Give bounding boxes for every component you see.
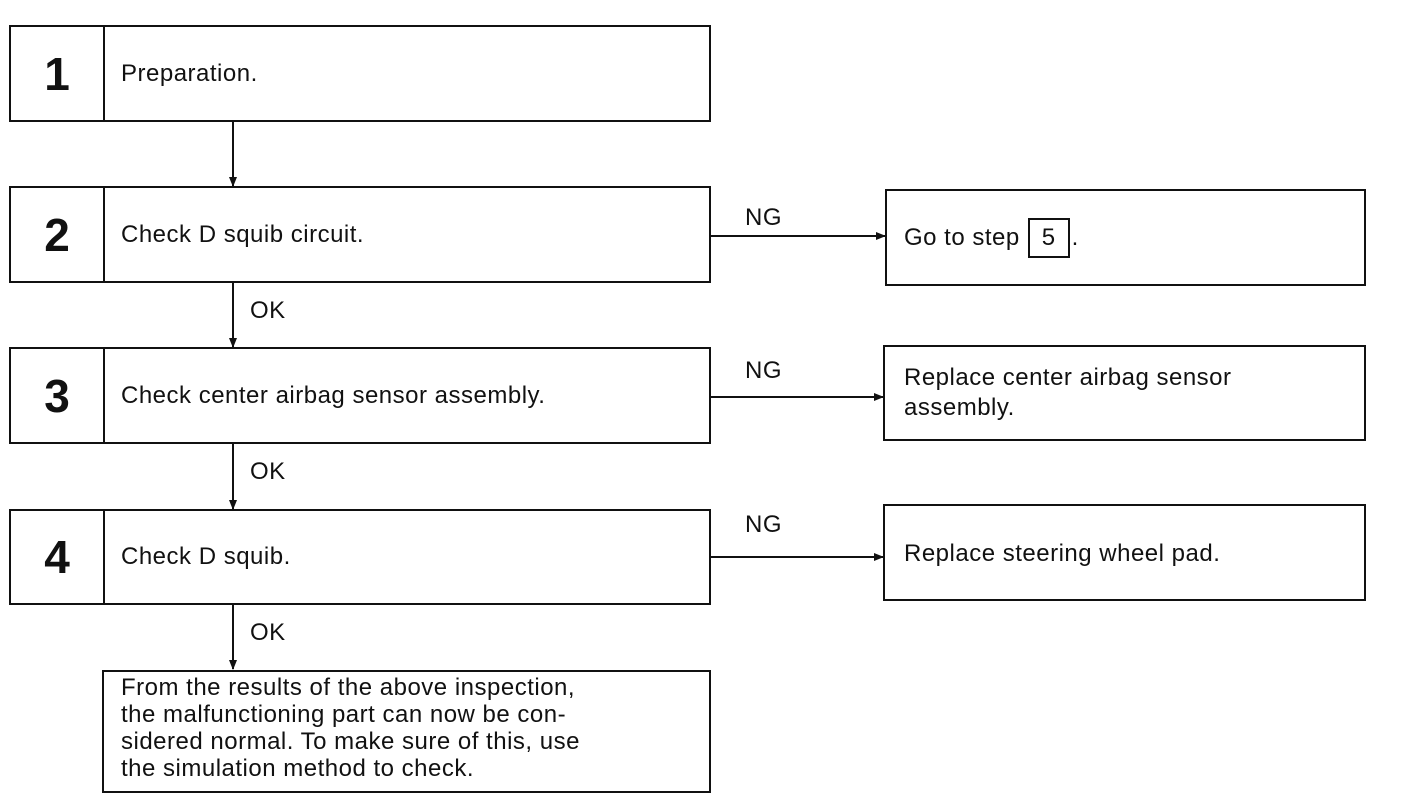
step-3-ok-label: OK (250, 458, 286, 485)
go-to-step-text: Go to step (904, 223, 1020, 251)
step-reference-number: 5 (1041, 223, 1056, 251)
step-1-text: Preparation. (121, 59, 258, 87)
step-1-number: 1 (11, 27, 105, 120)
step-3-box: 3 Check center airbag sensor assembly. (9, 347, 711, 444)
step-4-ng-result: Replace steering wheel pad. (883, 504, 1366, 601)
replace-sensor-line-2: assembly. (904, 394, 1015, 421)
step-2-box: 2 Check D squib circuit. (9, 186, 711, 283)
go-to-step-suffix: . (1071, 223, 1079, 251)
replace-sensor-line-1: Replace center airbag sensor (904, 364, 1232, 391)
step-1-box: 1 Preparation. (9, 25, 711, 122)
final-note-box: From the results of the above inspection… (102, 670, 711, 793)
final-note-line-2: the malfunctioning part can now be con- (121, 701, 567, 728)
step-3-ng-label: NG (745, 357, 782, 384)
final-note-line-4: the simulation method to check. (121, 755, 475, 782)
step-2-ng-result: Go to step 5 . (885, 189, 1366, 286)
final-note-line-1: From the results of the above inspection… (121, 674, 576, 701)
step-4-text: Check D squib. (121, 543, 291, 570)
step-2-number: 2 (11, 188, 105, 281)
replace-pad-line-1: Replace steering wheel pad. (904, 540, 1221, 567)
step-2-ok-label: OK (250, 297, 286, 324)
final-note-line-3: sidered normal. To make sure of this, us… (121, 728, 580, 755)
step-3-ng-result: Replace center airbag sensor assembly. (883, 345, 1366, 441)
step-2-text: Check D squib circuit. (121, 220, 365, 248)
step-reference-box: 5 (1027, 217, 1070, 258)
step-2-ng-label: NG (745, 204, 782, 231)
step-3-text: Check center airbag sensor assembly. (121, 381, 546, 409)
step-4-number: 4 (11, 511, 105, 603)
step-4-ok-label: OK (250, 619, 286, 646)
step-3-number: 3 (11, 349, 105, 442)
step-4-ng-label: NG (745, 511, 782, 538)
step-4-box: 4 Check D squib. (9, 509, 711, 605)
